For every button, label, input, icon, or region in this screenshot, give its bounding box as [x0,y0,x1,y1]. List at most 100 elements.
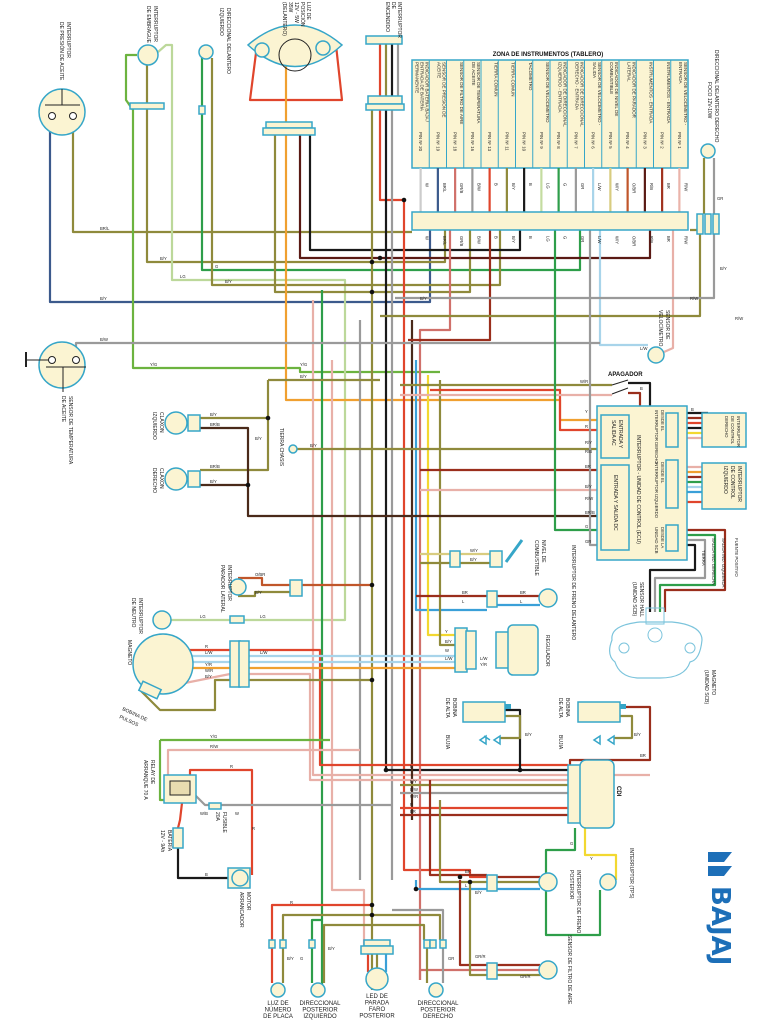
svg-text:DE CONTROL: DE CONTROL [730,416,735,445]
wire [653,538,707,612]
starter-motor: MOTOR ARRANCADOR [227,867,251,928]
junction-dot [457,874,463,880]
instrument-connector [411,211,689,231]
wire-code-label: B/Y [100,296,107,301]
svg-text:BUJIA: BUJIA [557,735,563,750]
wire-code-label: R [410,802,413,807]
pin-wire-code: G [563,236,568,239]
svg-text:POSICIÓN: POSICIÓN [299,2,306,27]
wire-code-label: G [215,264,218,269]
wire-code-label: B/Y [470,557,477,562]
svg-text:(UNIDAD SCB): (UNIDAD SCB) [703,670,709,705]
wire-code-label: B/Y [420,296,427,301]
pin-description: INDICADOR DE DIRECCIONAL DERECHO - ENTRA… [574,62,585,127]
wire-code-label: GR [717,196,723,201]
wire-code-label: L/W [445,656,452,661]
svg-text:UNIDAD SCB: UNIDAD SCB [654,527,659,554]
wire-code-label: B/Y [255,590,262,595]
wire-code-label: BR [410,809,416,814]
svg-text:INTERRUPTOR: INTERRUPTOR [65,22,71,58]
pin-number: PIN Nº 4 [625,132,630,149]
wire-code-label: L/W [260,650,267,655]
pin-wire-code: B/Y [511,183,516,190]
wire-code-label: B [205,872,208,877]
oil-pressure-switch: INTERRUPTOR DE PRESIÓN DE ACEITE [38,22,86,136]
svg-text:INTERRUPTOR: INTERRUPTOR [736,416,741,447]
horn-left: CLAXON IZQUIERDO [151,411,201,440]
side-stand-switch: INTERRUPTOR PARADOR LATERAL [219,565,303,613]
pin-description-box: INDICADOR BATERÍA BAJA / ENTRADA DE BATE… [414,62,429,122]
junction-dot [369,259,375,265]
pin-wire-code: R/B [649,236,654,243]
svg-text:INTERRUPTOR: INTERRUPTOR [736,466,742,502]
svg-text:DE ALTA: DE ALTA [557,698,563,718]
wire-code-label: R/B [585,449,592,454]
wire-code-label: B/Y [445,639,452,644]
wire [458,880,487,967]
svg-text:CLAXON: CLAXON [158,468,164,489]
svg-text:SENSOR DE FILTRO DE AIRE: SENSOR DE FILTRO DE AIRE [566,935,572,1005]
pin-wire-code: B [494,183,499,186]
wire-code-label: B/Y [160,256,167,261]
svg-text:SENSOR DE TEMPERATURA: SENSOR DE TEMPERATURA [67,396,73,465]
svg-text:DE NEUTRO: DE NEUTRO [130,598,136,628]
pin-wire-code: L/W [597,236,602,243]
svg-text:20A: 20A [214,812,220,822]
wire [322,923,426,983]
pin-description: SENSOR DE FILTRO DE AIRE [458,62,464,125]
svg-text:DESDE EL: DESDE EL [660,410,665,432]
rear-left-turn-signal: DIRECCIONAL POSTERIOR IZQUIERDO [299,939,341,1020]
wire-code-label: BR [520,590,526,595]
wire [281,913,442,940]
svg-text:DIRECCIONAL: DIRECCIONAL [299,1001,341,1007]
wire-code-label: B/Y [287,956,294,961]
wire [648,543,697,612]
svg-text:DESDE LA: DESDE LA [660,527,665,548]
wire-code-label: B/W [410,787,418,792]
pin-description-box: SENSOR DE TEMPERATURA DE ACEITE [471,62,481,123]
pin-number: PIN Nº 13 [487,132,492,152]
pin-wire-code: G [563,183,568,186]
pin-wire-code: GR/B [459,183,464,193]
ecu-unit: ENTRADA Y SALIDA AC ENTRADA Y SALIDA DC … [596,405,688,561]
svg-text:SENSOR HALL: SENSOR HALL [638,582,644,617]
svg-text:ARRANQUE 70 A: ARRANQUE 70 A [142,760,148,800]
pin-description-box: SENSOR DE PRESIÓN DE ACEITE [437,62,447,118]
pin-description-box: SENSOR DE VELOCÍMETRO - ENTRADA [678,62,688,125]
pin-wire-code: GR/B [459,236,464,246]
wire-code-label: L [462,599,465,604]
wire-code-label: BR/B [210,422,220,427]
wire [248,44,344,102]
pin-wire-code: GR [580,236,585,242]
pin-number: PIN Nº 3 [642,132,647,149]
magneto: MAGNETO BOBINA DE PULSOS [118,633,250,729]
wire-code-label: GR [585,539,591,544]
svg-text:TIERRA: TIERRA [701,550,706,566]
ignition-coil-2: BOBINA DE ALTA BUJIA [557,698,626,750]
svg-text:DE: DE [390,2,396,10]
pin-description-box: TIERRA COMÚN [493,62,498,97]
svg-text:INTERRUPTOR: INTERRUPTOR [137,598,143,634]
svg-text:DE ACEITE: DE ACEITE [60,396,66,423]
wire-code-label: R [205,644,208,649]
svg-text:(DELANTERO): (DELANTERO) [281,2,287,36]
pin-wire-code: B [528,183,533,186]
svg-text:INTERRUPTOR (TPS): INTERRUPTOR (TPS) [628,848,634,899]
wire-code-label: B [691,407,694,412]
pin-description-box: SENSOR DE FILTRO DE AIRE [458,62,464,125]
pin-description: INSTRUMENTOS - ENTRADA [648,62,654,124]
pin-wire-code: BR [666,236,671,242]
svg-text:FUENTE POSITIVO: FUENTE POSITIVO [734,538,739,577]
wire-code-label: B/W [100,337,108,342]
front-brake-switch: INTERRUPTOR DE FRENO DELANTERO [486,545,576,640]
wire-code-label: BR [465,869,471,874]
wire-code-label: R/W [210,744,218,749]
svg-text:IZQUIERDO: IZQUIERDO [218,8,224,36]
regulator: REGULADOR [454,624,550,676]
svg-text:DIRECCIONAL: DIRECCIONAL [417,1001,459,1007]
svg-text:POSTERIOR: POSTERIOR [420,1008,456,1014]
wire [418,968,487,980]
wire-code-label: Y [445,629,448,634]
svg-text:SENSOR DE: SENSOR DE [664,310,670,340]
wire-code-label: L [465,883,468,888]
